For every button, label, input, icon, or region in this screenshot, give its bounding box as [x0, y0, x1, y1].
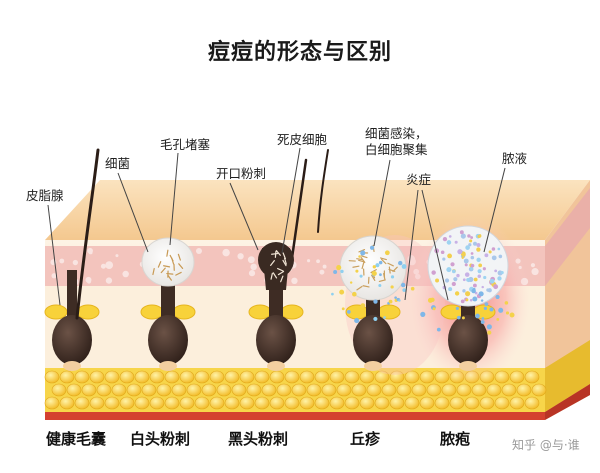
stage-blackhead: 黑头粉刺: [228, 430, 289, 448]
label-pus: 脓液: [502, 151, 528, 166]
label-infection-line1: 细菌感染，: [365, 126, 428, 141]
stage-whitehead: 白头粉刺: [130, 430, 191, 448]
label-pore-blockage: 毛孔堵塞: [160, 137, 211, 152]
stage-papule: 丘疹: [350, 430, 381, 448]
label-dead-skin-cells: 死皮细胞: [277, 132, 328, 147]
label-sebaceous-gland: 皮脂腺: [26, 188, 64, 203]
label-bacteria: 细菌: [105, 156, 131, 171]
watermark: 知乎 @与·谁: [512, 438, 580, 452]
diagram-title: 痘痘的形态与区别: [207, 40, 392, 65]
label-open-comedone: 开口粉刺: [216, 166, 267, 181]
stage-pustule: 脓疱: [440, 430, 471, 448]
label-infection-line2: 白细胞聚集: [365, 142, 428, 157]
label-inflammation: 炎症: [406, 172, 432, 187]
stage-healthy-follicle: 健康毛囊: [46, 430, 107, 448]
